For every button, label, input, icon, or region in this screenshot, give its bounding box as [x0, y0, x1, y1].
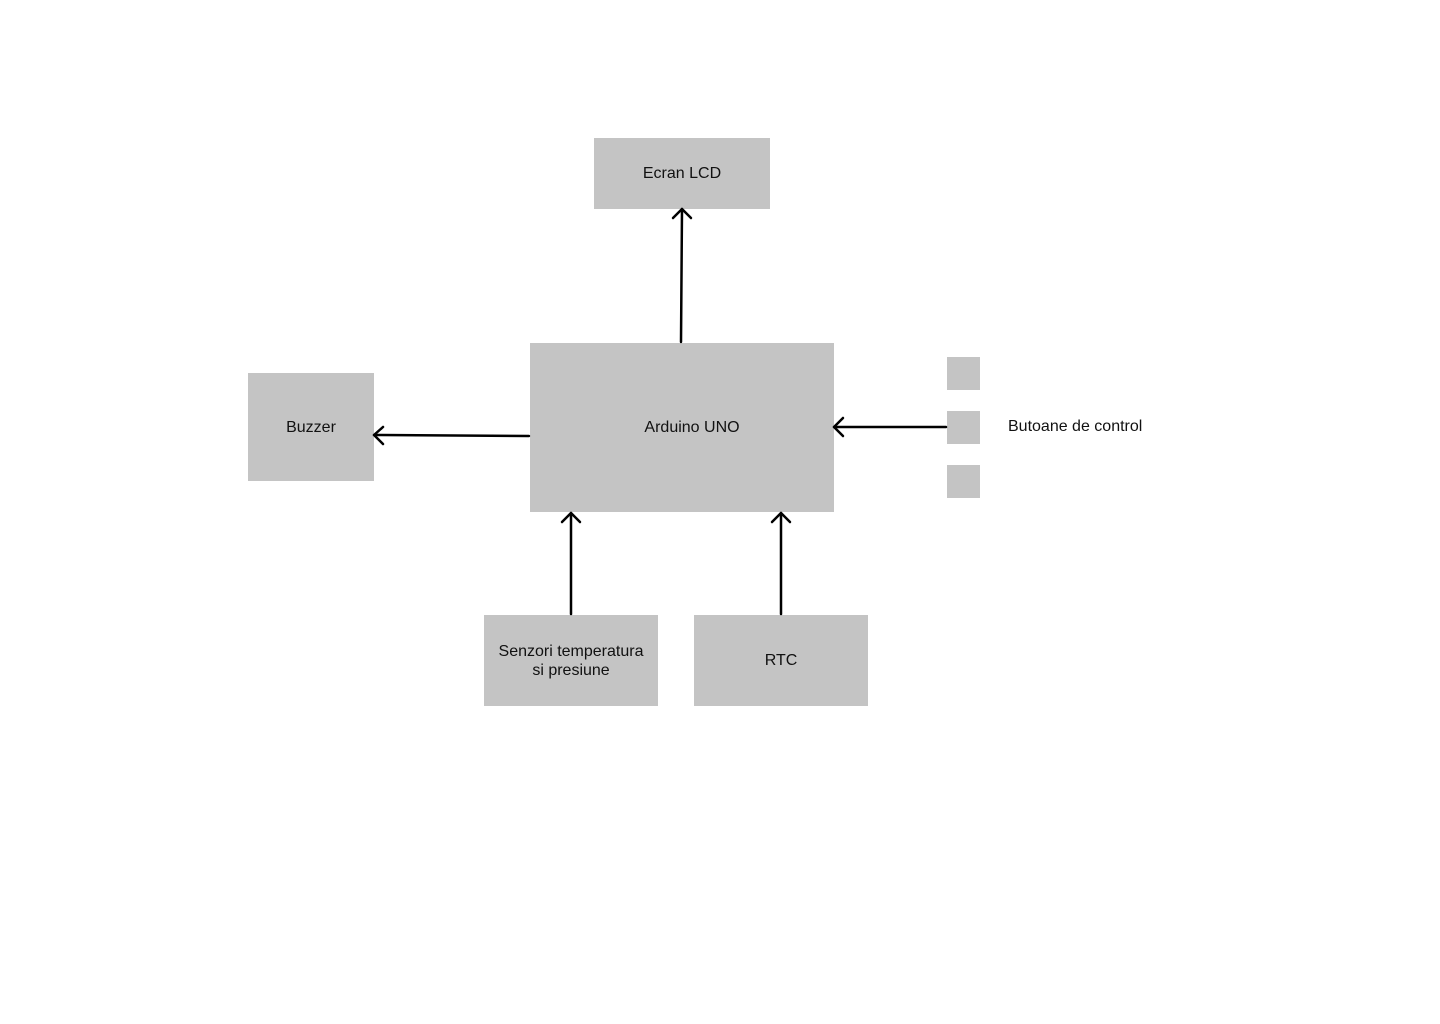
sensors-label-line1: Senzori temperatura: [498, 642, 644, 660]
sensors-block: Senzori temperatura si presiune: [484, 615, 658, 706]
arrow-arduino-to-buzzer: [372, 425, 531, 446]
control-button-2: [947, 411, 980, 444]
lcd-screen-label: Ecran LCD: [642, 165, 722, 182]
sensors-label-line2: si presiune: [532, 661, 610, 679]
control-button-1: [947, 357, 980, 390]
sensors-label: Senzori temperatura si presiune: [499, 642, 644, 680]
rtc-label: RTC: [764, 652, 798, 669]
buzzer-block: Buzzer: [248, 373, 374, 481]
rtc-block: RTC: [694, 615, 868, 706]
arrow-sensors-to-arduino: [560, 511, 582, 616]
arrow-arduino-to-lcd: [671, 207, 693, 344]
lcd-screen-block: Ecran LCD: [594, 138, 770, 209]
arrow-buttons-to-arduino: [832, 416, 948, 438]
buzzer-label: Buzzer: [286, 418, 336, 436]
control-buttons-label: Butoane de control: [1008, 418, 1143, 435]
control-button-3: [947, 465, 980, 498]
arrow-rtc-to-arduino: [770, 511, 792, 616]
arduino-uno-block: Arduino UNO: [530, 343, 834, 512]
arduino-uno-label: Arduino UNO: [644, 419, 740, 436]
